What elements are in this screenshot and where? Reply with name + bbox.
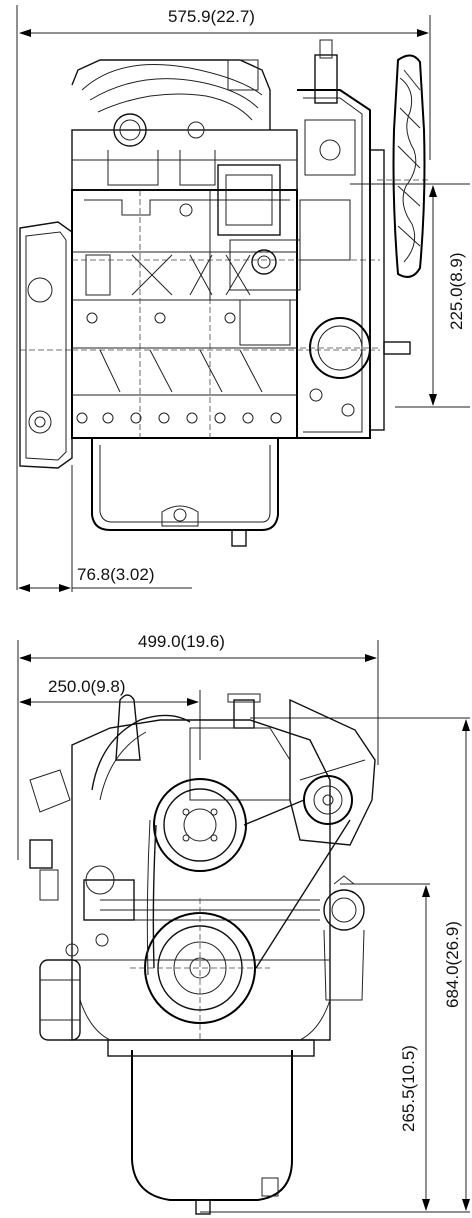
front-block [71,719,331,1041]
front-oil-pan [107,1039,315,1215]
fan-belt [146,799,351,976]
injection-pump [209,164,301,346]
front-crank-height-dimension: 265.5(10.5) [340,883,430,1211]
front-overall-width-label: 499.0(19.6) [138,632,225,651]
main-pulley [130,898,270,1040]
front-half-width-dimension: 250.0(9.8) [19,677,201,760]
cylinder-head [71,59,298,217]
side-fan-offset-dimension: 225.0(8.9) [350,183,470,408]
fan-pulley [369,149,430,431]
side-flywheel-offset-dimension: 76.8(3.02) [18,465,192,592]
left-fittings [29,769,135,957]
side-overall-length-dimension: 575.9(22.7) [16,5,431,590]
oil-pan [91,438,279,547]
side-flywheel-offset-label: 76.8(3.02) [77,565,155,584]
fuel-filter [323,875,365,1001]
front-crank-height-label: 265.5(10.5) [399,1045,418,1132]
crankcase-block [71,189,380,439]
front-overall-height-dimension: 684.0(26.9) [200,717,470,1213]
crankshaft-pulley [153,778,247,872]
alternator [289,698,376,846]
oil-filter [39,959,81,1041]
front-overall-width-dimension: 499.0(19.6) [17,632,379,860]
cooling-fan [392,54,470,278]
side-overall-length-label: 575.9(22.7) [168,7,255,26]
side-view: 575.9(22.7) 225.0(8.9) 76.8(3.02) [16,5,470,592]
front-overall-height-label: 684.0(26.9) [443,921,462,1008]
side-fan-offset-label: 225.0(8.9) [447,253,466,331]
front-half-width-label: 250.0(9.8) [48,677,126,696]
front-timing-housing [297,39,380,439]
thermostat-housing [91,693,291,801]
flywheel-housing [19,221,73,469]
front-view: 499.0(19.6) 250.0(9.8) 684.0(26.9) 265.5… [17,632,470,1215]
